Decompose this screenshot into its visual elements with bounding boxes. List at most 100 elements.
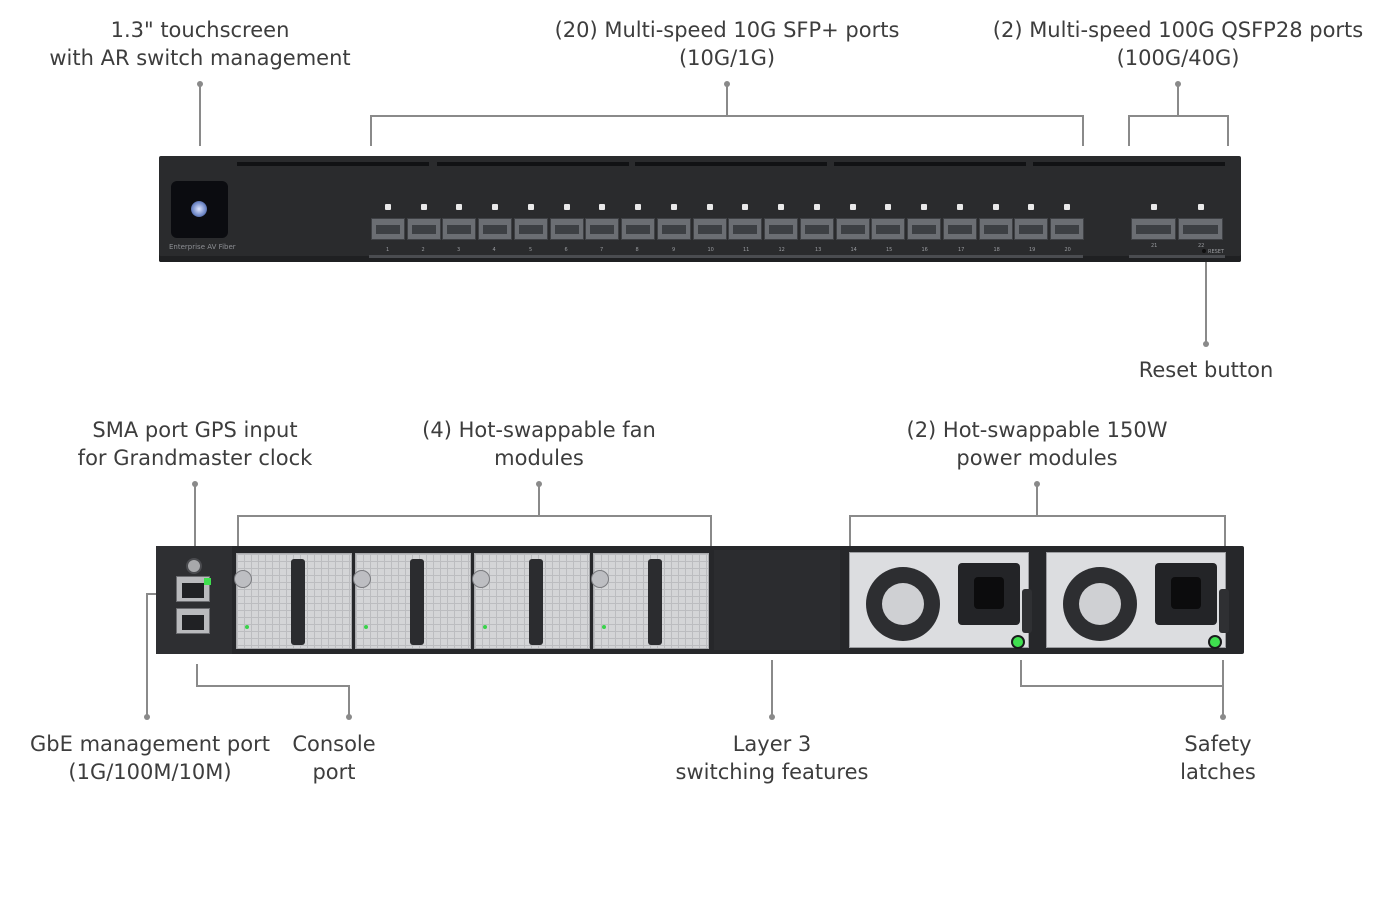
sfp-port[interactable]	[1049, 218, 1084, 240]
touchscreen-display[interactable]	[171, 181, 228, 238]
port-led	[920, 204, 927, 210]
port-number: 1	[386, 247, 390, 253]
port-number: 6	[564, 247, 568, 253]
fan-handle	[648, 559, 662, 645]
port-number: 17	[958, 247, 965, 253]
sfp-port[interactable]	[835, 218, 870, 240]
psu-fan-icon	[1063, 567, 1137, 641]
sfp-port[interactable]	[800, 218, 834, 240]
power-module[interactable]	[1046, 552, 1229, 649]
sfp-ports-label: (20) Multi-speed 10G SFP+ ports(10G/1G)	[554, 18, 900, 70]
reset-button-label: Reset button	[1138, 358, 1274, 382]
port-led	[814, 204, 820, 210]
safety-latch[interactable]	[1219, 589, 1229, 633]
sfp-port[interactable]	[585, 218, 619, 240]
sfp-port[interactable]	[763, 218, 798, 240]
qsfp-label-strip	[1129, 255, 1225, 258]
sfp-port[interactable]	[871, 218, 905, 240]
port-number: 10	[707, 247, 714, 253]
port-led	[1198, 204, 1204, 210]
port-led	[885, 204, 891, 210]
safety-latch[interactable]	[1022, 589, 1032, 633]
psu-status-led	[1208, 635, 1222, 649]
power-inlet[interactable]	[958, 563, 1020, 625]
fan-status-led	[364, 625, 368, 629]
port-led	[849, 204, 856, 210]
port-led	[671, 204, 677, 210]
fan-module[interactable]	[472, 553, 590, 649]
port-led	[385, 204, 391, 210]
io-panel	[156, 546, 232, 654]
qsfp-port[interactable]	[1131, 218, 1176, 240]
sfp-port[interactable]	[978, 218, 1013, 240]
qsfp-port[interactable]	[1178, 218, 1223, 240]
brand-label: Enterprise AV Fiber	[169, 243, 236, 251]
port-number: 18	[993, 247, 1000, 253]
port-led	[706, 204, 713, 210]
fan-status-led	[245, 625, 249, 629]
sfp-port[interactable]	[514, 218, 548, 240]
port-led	[1028, 204, 1034, 210]
vent-slot	[437, 162, 629, 166]
console-port[interactable]	[176, 608, 210, 634]
reset-text: RESET	[1208, 249, 1225, 255]
vent-slot	[237, 162, 429, 166]
psu-status-led	[1011, 635, 1025, 649]
fan-module[interactable]	[353, 553, 471, 649]
port-number: 8	[635, 247, 639, 253]
sfp-port[interactable]	[943, 218, 977, 240]
sfp-port[interactable]	[406, 218, 441, 240]
reset-button[interactable]	[1202, 249, 1206, 253]
sfp-port[interactable]	[657, 218, 691, 240]
sfp-port[interactable]	[906, 218, 941, 240]
sma-connector[interactable]	[186, 558, 202, 574]
qsfp-ports-label: (2) Multi-speed 100G QSFP28 ports(100G/4…	[992, 18, 1364, 70]
fan-handle	[410, 559, 424, 645]
thumbscrew-icon	[353, 570, 371, 588]
thumbscrew-icon	[472, 570, 490, 588]
fan-module[interactable]	[591, 553, 709, 649]
sfp-port[interactable]	[442, 218, 476, 240]
sfp-port[interactable]	[371, 218, 405, 240]
mgmt-port-label: GbE management port(1G/100M/10M)	[30, 732, 270, 784]
fan-module[interactable]	[234, 553, 352, 649]
power-inlet[interactable]	[1155, 563, 1217, 625]
port-label-strip	[369, 255, 1083, 258]
port-led	[957, 204, 963, 210]
port-led	[528, 204, 534, 210]
port-led	[420, 204, 427, 210]
sfp-port[interactable]	[620, 218, 655, 240]
port-number: 13	[815, 247, 822, 253]
port-number: 7	[600, 247, 604, 253]
sfp-port[interactable]	[477, 218, 512, 240]
gbe-mgmt-port[interactable]	[176, 576, 210, 602]
fan-handle	[291, 559, 305, 645]
thumbscrew-icon	[591, 570, 609, 588]
sfp-port[interactable]	[728, 218, 762, 240]
blank-plate	[714, 550, 840, 650]
fan-handle	[529, 559, 543, 645]
port-number: 12	[778, 247, 785, 253]
port-number: 14	[850, 247, 857, 253]
vent-slot	[1033, 162, 1225, 166]
port-number: 21	[1151, 243, 1158, 249]
sfp-port[interactable]	[692, 218, 727, 240]
port-number: 5	[529, 247, 533, 253]
port-led	[992, 204, 999, 210]
port-led	[1151, 204, 1157, 210]
sfp-port[interactable]	[1014, 218, 1048, 240]
power-module[interactable]	[849, 552, 1032, 649]
psu-fan-icon	[866, 567, 940, 641]
port-led	[599, 204, 605, 210]
port-number: 15	[886, 247, 893, 253]
port-led	[1063, 204, 1070, 210]
sfp-port[interactable]	[549, 218, 584, 240]
port-number: 9	[672, 247, 676, 253]
